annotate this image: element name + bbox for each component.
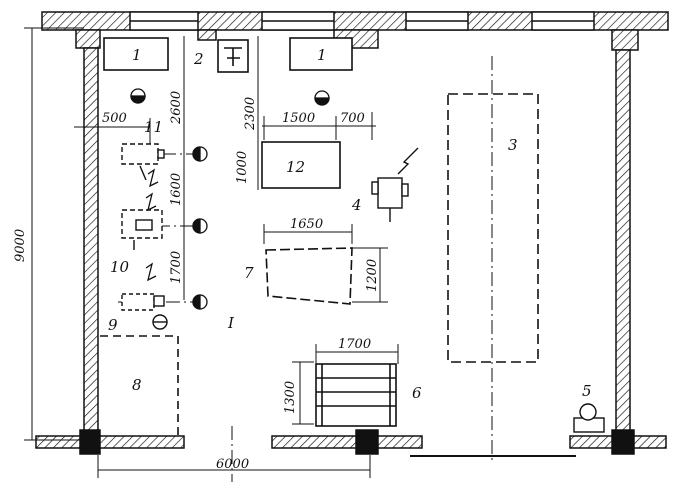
- machine-10: [121, 209, 163, 250]
- dimension-lines: [24, 27, 399, 478]
- column: [611, 429, 635, 455]
- lamp: [130, 88, 146, 104]
- lamp: [192, 294, 208, 310]
- roof-light-left: [103, 37, 169, 71]
- dim-1300: 1300: [283, 381, 298, 414]
- item-7-table: [265, 247, 353, 305]
- left-wall: [83, 47, 99, 439]
- machine-4: [371, 147, 419, 222]
- label-item-4: 4: [351, 196, 362, 214]
- equipment: [100, 37, 539, 436]
- label-item-2: 2: [193, 50, 204, 68]
- column: [355, 429, 379, 455]
- label-item-10: 10: [110, 258, 130, 276]
- machine-5: [573, 403, 605, 433]
- dim-2600: 2600: [169, 91, 184, 125]
- dim-1700-vertical: 1700: [169, 251, 184, 284]
- dim-1500: 1500: [282, 111, 315, 126]
- label-roof-light-right: 1: [317, 46, 327, 64]
- item-2-symbol: [224, 47, 242, 66]
- label-item-5: 5: [582, 382, 592, 400]
- power-marks: [145, 168, 159, 282]
- dim-1650: 1650: [290, 217, 323, 232]
- roof-light-right: [289, 37, 353, 71]
- label-zone: I: [227, 314, 235, 332]
- dim-1700-horizontal: 1700: [338, 337, 371, 352]
- dim-height-total: 9000: [13, 229, 28, 262]
- label-item-3: 3: [508, 136, 518, 154]
- label-roof-light-left: 1: [132, 46, 142, 64]
- pilaster: [197, 29, 217, 41]
- lamp: [314, 90, 330, 106]
- dim-1600: 1600: [169, 173, 184, 206]
- lamp: [192, 218, 208, 234]
- machines: [121, 143, 605, 433]
- item-3-dashed: [447, 93, 539, 363]
- dim-500: 500: [102, 111, 127, 126]
- dim-700: 700: [340, 111, 365, 126]
- label-item-9: 9: [108, 316, 118, 334]
- label-item-7: 7: [244, 264, 254, 282]
- item-labels: 1 1 2 3 4 5 6 7 8 9 10 11 12 I: [108, 46, 592, 402]
- dim-1200: 1200: [365, 259, 380, 292]
- machine-9: [121, 293, 168, 330]
- column: [79, 429, 101, 455]
- right-wall: [615, 49, 631, 439]
- dim-1000: 1000: [235, 151, 250, 184]
- lamps: [130, 88, 330, 310]
- pilaster: [611, 29, 639, 51]
- label-item-12: 12: [286, 158, 305, 176]
- dim-2300: 2300: [243, 97, 258, 131]
- label-item-11: 11: [144, 118, 163, 136]
- pilaster: [75, 29, 101, 49]
- dim-width-total: 6000: [216, 457, 249, 472]
- machine-11: [121, 143, 165, 181]
- dimension-texts: 9000 6000 500 2600 2300 1500 700 1000 16…: [13, 91, 380, 472]
- label-item-8: 8: [132, 376, 142, 394]
- bottom-wall-left: [35, 435, 185, 449]
- label-item-6: 6: [412, 384, 422, 402]
- item-6-rack: [315, 363, 397, 427]
- lamp: [192, 146, 208, 162]
- bottom-wall-mid: [271, 435, 423, 449]
- walls: [35, 11, 669, 455]
- item-8-dashed: [100, 335, 179, 436]
- item-12-box: [261, 141, 341, 189]
